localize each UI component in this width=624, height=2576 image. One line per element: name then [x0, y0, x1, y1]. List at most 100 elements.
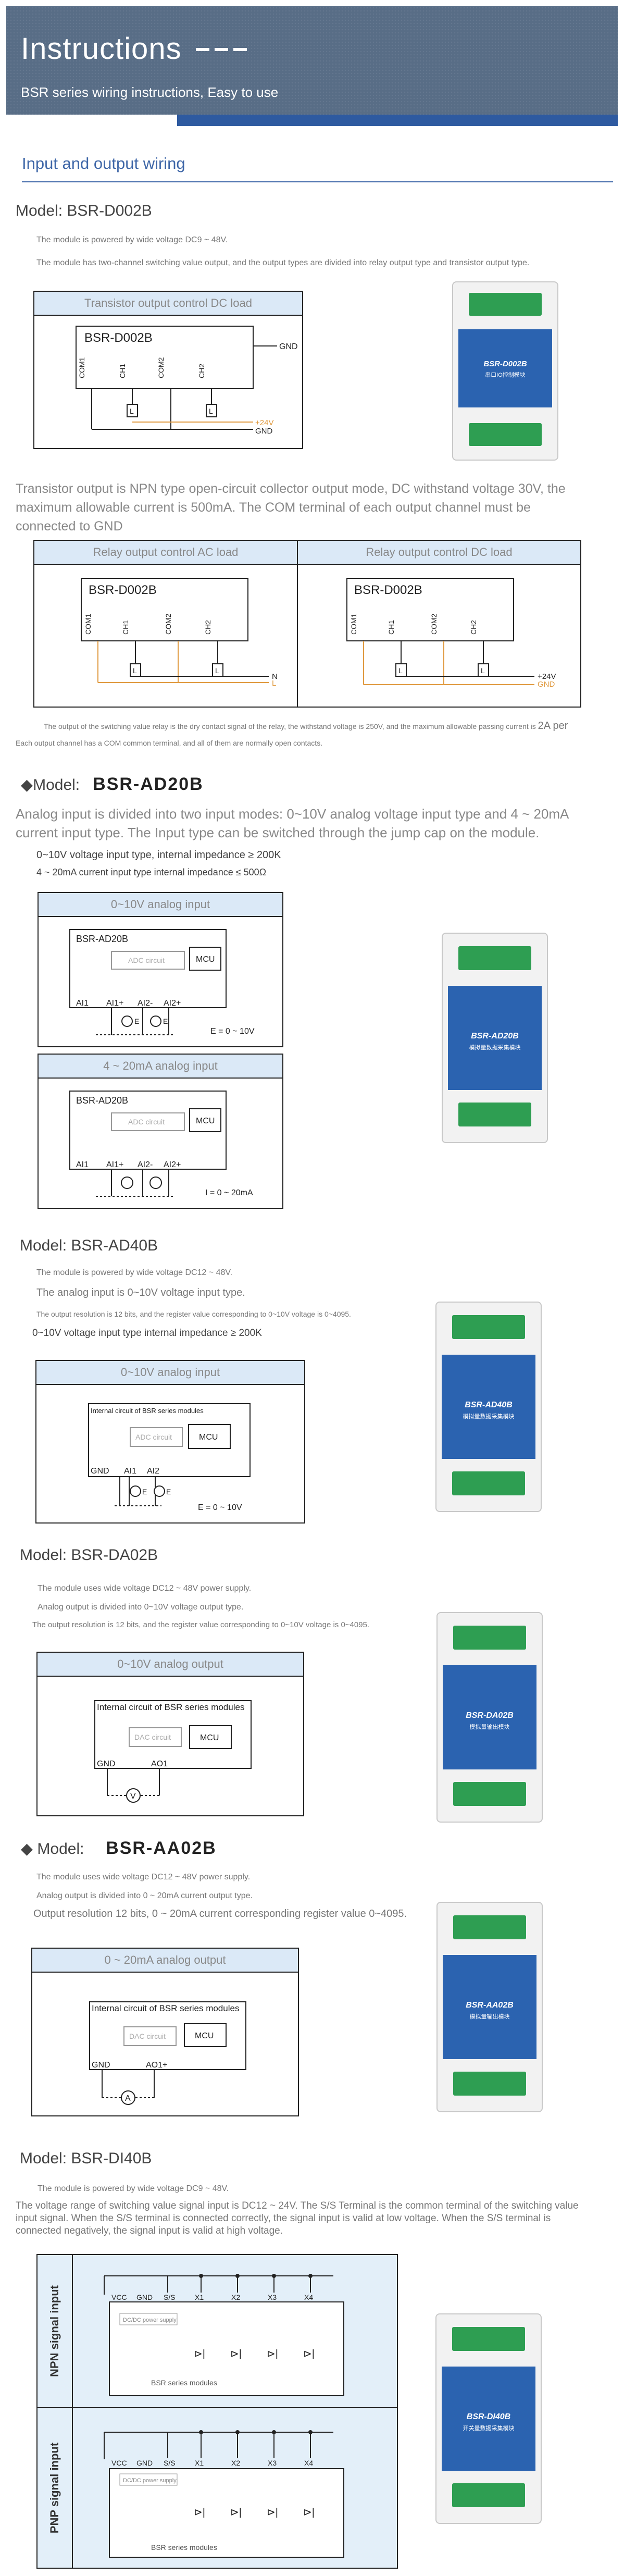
page-title: Instructions: [21, 32, 182, 66]
pnp-label-cell: PNP signal input: [38, 2408, 73, 2568]
svg-text:GND: GND: [97, 1760, 116, 1768]
svg-text:GND: GND: [91, 1467, 109, 1476]
svg-text:CH2: CH2: [197, 364, 206, 378]
svg-text:MCU: MCU: [199, 1433, 218, 1442]
svg-text:BSR series modules: BSR series modules: [151, 2379, 217, 2387]
svg-text:CH2: CH2: [469, 620, 478, 635]
npn-label-cell: NPN signal input: [38, 2255, 73, 2408]
diagram-title: 0~10V analog output: [38, 1653, 303, 1677]
svg-text:MCU: MCU: [196, 955, 215, 964]
aa02b-schematic: Internal circuit of BSR series modules D…: [89, 2001, 246, 2105]
svg-text:E: E: [134, 1017, 139, 1025]
svg-text:AO1+: AO1+: [146, 2061, 167, 2070]
svg-text:BSR-AD20B: BSR-AD20B: [76, 1095, 128, 1106]
diagram-title: 0~10V analog input: [39, 893, 282, 917]
svg-text:VCC: VCC: [111, 2293, 127, 2301]
pnp-circuit: DC/DC power supply BSR series modules VC…: [104, 2430, 344, 2558]
svg-text:VCC: VCC: [111, 2459, 127, 2467]
diagram-title: 4 ~ 20mA analog input: [39, 1055, 282, 1079]
svg-text:X3: X3: [268, 2293, 277, 2301]
svg-text:⊳|: ⊳|: [303, 2507, 315, 2518]
svg-text:AI2+: AI2+: [164, 1160, 181, 1169]
svg-text:⊳|: ⊳|: [267, 2348, 278, 2360]
svg-text:DC/DC power supply: DC/DC power supply: [123, 2317, 177, 2323]
svg-text:X4: X4: [304, 2293, 313, 2301]
svg-text:DC/DC power supply: DC/DC power supply: [123, 2478, 177, 2484]
svg-text:E: E: [142, 1488, 147, 1496]
svg-text:COM1: COM1: [84, 613, 92, 635]
transistor-wiring-schematic: BSR-D002B GND COM1 CH1 COM2 CH2 L L +24V…: [76, 326, 298, 436]
svg-text:X2: X2: [231, 2293, 240, 2301]
svg-text:BSR-D002B: BSR-D002B: [89, 583, 157, 597]
gnd2-label: GND: [255, 427, 273, 436]
ad40b-schematic: Internal circuit of BSR series modules A…: [88, 1403, 251, 1512]
svg-text:S/S: S/S: [164, 2293, 176, 2301]
svg-text:AI2-: AI2-: [138, 999, 153, 1008]
d002b-note-power: The module is powered by wide voltage DC…: [36, 236, 228, 244]
relay-ac-title: Relay output control AC load: [34, 541, 298, 565]
svg-text:BSR-AD20B: BSR-AD20B: [76, 934, 128, 944]
svg-text:CH1: CH1: [121, 620, 130, 635]
d002b-relay-note-2: Each output channel has a COM common ter…: [16, 739, 323, 747]
ad40b-diagram: 0~10V analog input Internal circuit of B…: [35, 1360, 305, 1524]
svg-text:GND: GND: [136, 2459, 153, 2467]
svg-text:+24V: +24V: [538, 672, 556, 681]
svg-text:AI1: AI1: [76, 999, 89, 1008]
di40b-schematic: DC/DC power supply BSR series modules VC…: [104, 2274, 344, 2558]
gnd-label: GND: [279, 342, 298, 351]
d002b-device-photo: BSR-D002B 串口IO控制模块: [452, 281, 558, 461]
svg-text:BSR series modules: BSR series modules: [151, 2543, 217, 2552]
da02b-device-photo: BSR-DA02B 模拟量输出模块: [436, 1612, 543, 1823]
da02b-note-resolution: The output resolution is 12 bits, and th…: [32, 1620, 370, 1629]
svg-text:L: L: [481, 666, 485, 675]
diagram-title: 0 ~ 20mA analog output: [32, 1949, 298, 1973]
npn-circuit: DC/DC power supply BSR series modules VC…: [104, 2274, 344, 2396]
ad40b-note-impedance: 0~10V voltage input type internal impeda…: [32, 1328, 262, 1339]
title-dash-decoration: [215, 48, 228, 51]
svg-text:L: L: [209, 407, 213, 415]
d002b-relay-diagram: Relay output control AC load Relay outpu…: [33, 540, 581, 708]
ad20b-current-diagram: 4 ~ 20mA analog input BSR-AD20B ADC circ…: [38, 1054, 283, 1209]
ad40b-device-photo: BSR-AD40B 模拟量数据采集模块: [435, 1302, 542, 1512]
svg-text:GND: GND: [538, 680, 555, 689]
svg-text:⊳|: ⊳|: [194, 2507, 205, 2518]
svg-text:X1: X1: [195, 2459, 204, 2467]
aa02b-device-photo: BSR-AA02B 模拟量输出模块: [436, 1902, 543, 2112]
svg-text:ADC circuit: ADC circuit: [128, 1118, 165, 1126]
aa02b-note-power: The module uses wide voltage DC12 ~ 48V …: [36, 1873, 251, 1881]
svg-text:X3: X3: [268, 2459, 277, 2467]
svg-text:E: E: [166, 1488, 171, 1496]
svg-text:AI1+: AI1+: [106, 999, 123, 1008]
svg-text:L: L: [272, 679, 276, 688]
page-subtitle: BSR series wiring instructions, Easy to …: [21, 84, 279, 100]
svg-text:Internal circuit of BSR series: Internal circuit of BSR series modules: [92, 2003, 239, 2013]
model-heading-aa02b: ◆ Model: BSR-AA02B: [21, 1838, 217, 1858]
svg-text:BSR-D002B: BSR-D002B: [354, 583, 422, 597]
relay-wiring-schematic: BSR-D002B COM1 CH1 COM2 CH2 L L N L BSR-…: [81, 578, 556, 689]
ad20b-spec-current: 4 ~ 20mA current input type internal imp…: [36, 867, 267, 877]
diagram-title: 0~10V analog input: [36, 1361, 304, 1385]
svg-text:V: V: [130, 1792, 136, 1801]
model-heading-da02b: Model: BSR-DA02B: [20, 1546, 158, 1564]
svg-text:GND: GND: [92, 2061, 110, 2070]
svg-text:Internal circuit of BSR series: Internal circuit of BSR series modules: [91, 1407, 204, 1415]
d002b-note-outputs: The module has two-channel switching val…: [36, 258, 530, 267]
svg-text:CH2: CH2: [204, 620, 212, 635]
title-dash-decoration: [196, 48, 209, 51]
da02b-schematic: Internal circuit of BSR series modules D…: [94, 1700, 252, 1803]
svg-text:L: L: [398, 666, 403, 675]
svg-text:⊳|: ⊳|: [194, 2348, 205, 2360]
svg-text:COM2: COM2: [430, 613, 438, 635]
ad20b-spec-voltage: 0~10V voltage input type, internal imped…: [36, 849, 281, 861]
svg-text:COM2: COM2: [164, 613, 172, 635]
svg-text:DAC circuit: DAC circuit: [134, 1733, 171, 1741]
di40b-note-power: The module is powered by wide voltage DC…: [38, 2184, 229, 2193]
di40b-paragraph: The voltage range of switching value sig…: [16, 2200, 579, 2236]
svg-text:DAC circuit: DAC circuit: [129, 2032, 166, 2040]
svg-text:CH1: CH1: [118, 364, 127, 378]
svg-text:MCU: MCU: [195, 2032, 214, 2040]
ad20b-device-photo: BSR-AD20B 模拟量数据采集模块: [442, 933, 548, 1143]
svg-text:A: A: [125, 2094, 131, 2103]
ad40b-note-input: The analog input is 0~10V voltage input …: [36, 1287, 245, 1298]
svg-text:ADC circuit: ADC circuit: [135, 1433, 172, 1441]
